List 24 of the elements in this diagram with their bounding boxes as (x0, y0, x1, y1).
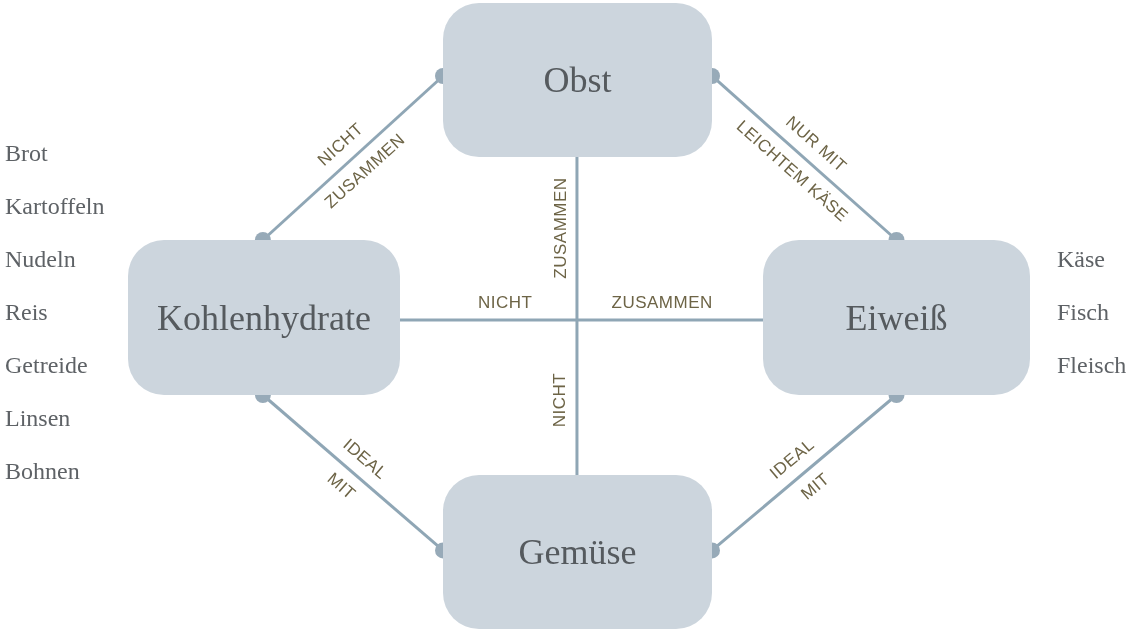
food-item: Käse (1057, 245, 1105, 273)
rounded-box (763, 240, 1030, 395)
connector-line (400, 318, 763, 322)
line-label: ZUSAMMEN (611, 293, 713, 313)
food-item: Reis (5, 298, 48, 326)
line-label: NICHT (478, 293, 533, 313)
rounded-box (128, 240, 400, 395)
line-label: NICHT (550, 372, 571, 428)
food-item: Fleisch (1057, 351, 1127, 379)
category-label: Gemüse (518, 531, 637, 573)
food-item: Brot (5, 139, 48, 167)
connector-line (575, 157, 579, 475)
category-label: Kohlenhydrate (157, 296, 371, 339)
food-item: Nudeln (5, 245, 76, 273)
food-item: Fisch (1057, 298, 1109, 326)
food-item: Getreide (5, 351, 88, 379)
line-label: ZUSAMMEN (550, 177, 571, 279)
rounded-box (443, 3, 712, 157)
food-item: Linsen (5, 404, 71, 432)
food-item: Bohnen (5, 457, 80, 485)
category-label: Obst (543, 59, 612, 101)
category-label: Eiweiß (845, 296, 948, 339)
food-item: Kartoffeln (5, 192, 105, 220)
rounded-box (443, 475, 712, 629)
